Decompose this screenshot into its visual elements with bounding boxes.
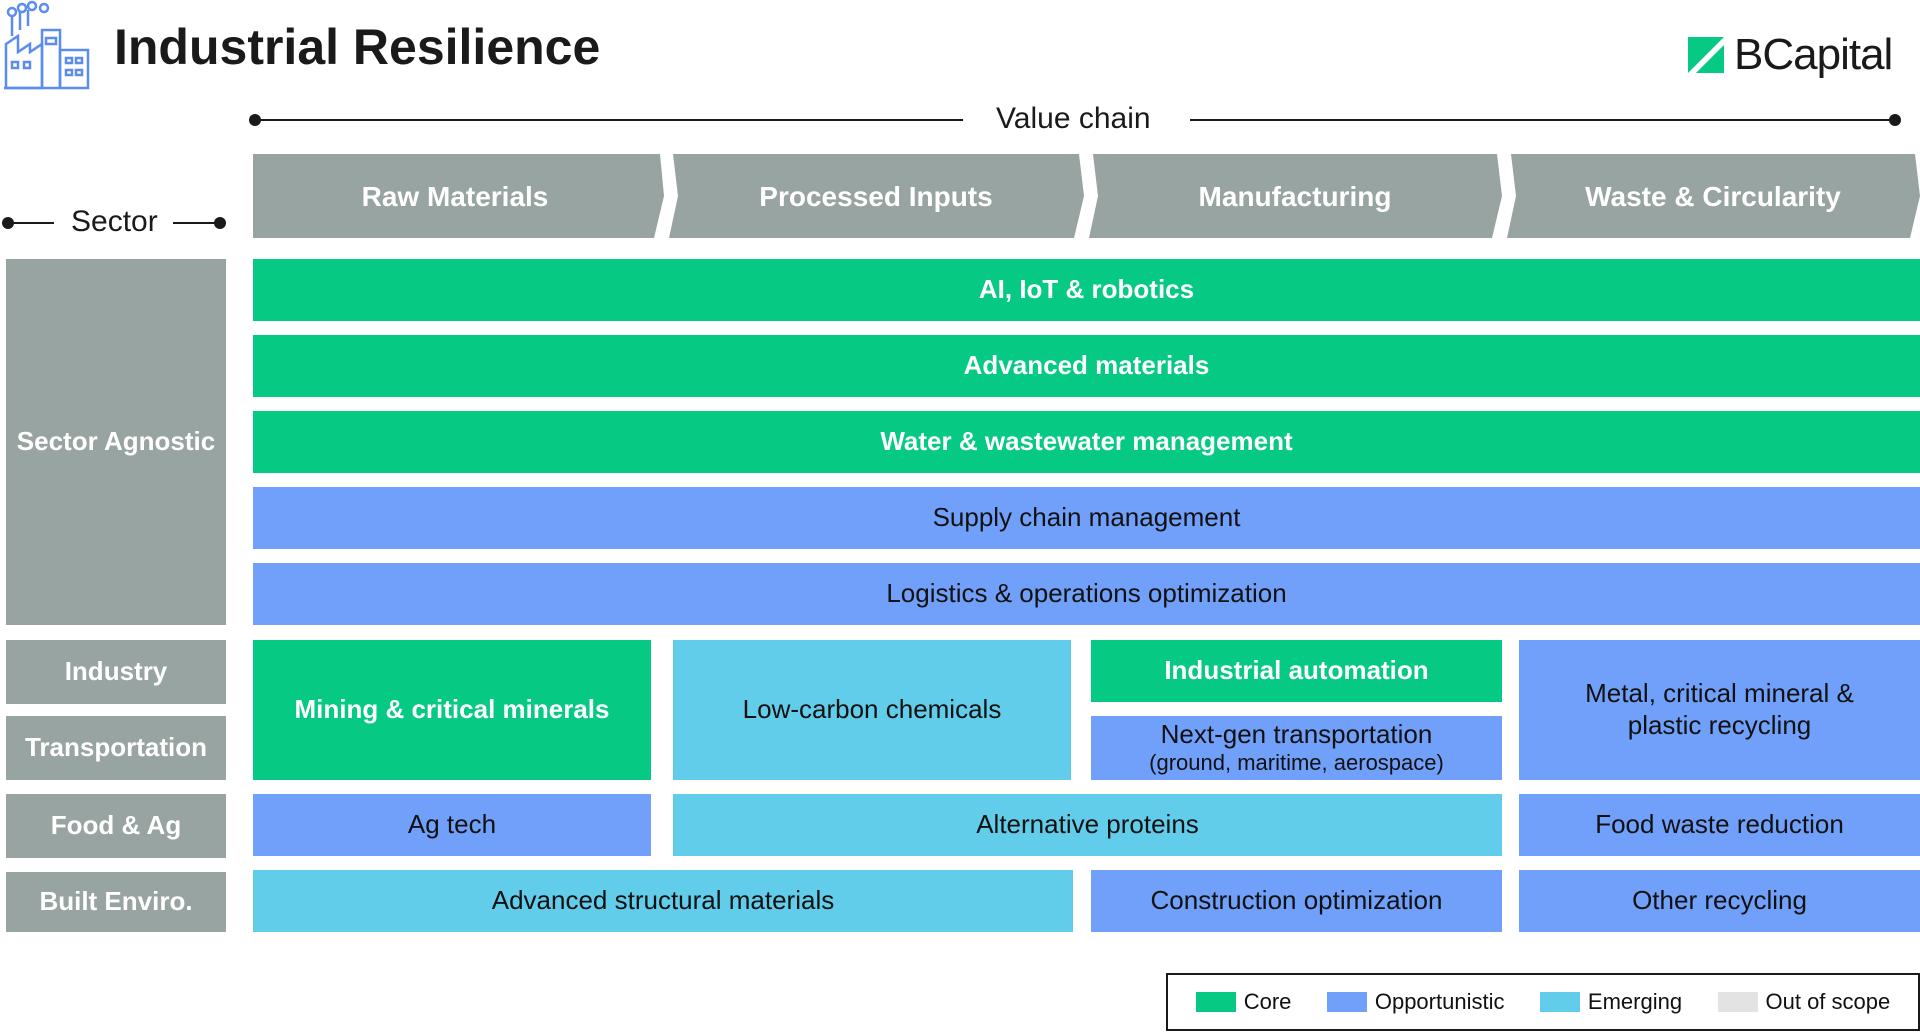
cell-construction-optimization: Construction optimization bbox=[1091, 870, 1502, 932]
legend-swatch-out-of-scope bbox=[1717, 992, 1758, 1012]
legend-swatch-core bbox=[1195, 992, 1236, 1012]
cell-industrial-automation: Industrial automation bbox=[1091, 640, 1502, 702]
row-ai-iot-robotics: AI, IoT & robotics bbox=[253, 259, 1920, 321]
sector-food-ag: Food & Ag bbox=[6, 794, 226, 858]
legend-item-opportunistic: Opportunistic bbox=[1326, 989, 1505, 1015]
sector-built-environment: Built Enviro. bbox=[6, 872, 226, 932]
sector-transportation: Transportation bbox=[6, 716, 226, 780]
legend-swatch-emerging bbox=[1539, 992, 1580, 1012]
stage-manufacturing bbox=[1089, 154, 1502, 238]
cell-advanced-structural-materials: Advanced structural materials bbox=[253, 870, 1073, 932]
cell-next-gen-transportation: Next-gen transportation (ground, maritim… bbox=[1091, 716, 1502, 780]
sector-label: Sector bbox=[71, 205, 158, 238]
cell-alternative-proteins: Alternative proteins bbox=[673, 794, 1502, 856]
cell-ag-tech: Ag tech bbox=[253, 794, 651, 856]
row-logistics: Logistics & operations optimization bbox=[253, 563, 1920, 625]
logo-text: BCapital bbox=[1734, 30, 1893, 79]
cell-low-carbon-chemicals: Low-carbon chemicals bbox=[673, 640, 1071, 780]
stage-waste-circularity bbox=[1507, 154, 1920, 238]
stage-label-raw-materials: Raw Materials bbox=[362, 181, 549, 212]
factory-icon bbox=[0, 0, 92, 92]
value-chain-line-right bbox=[1190, 119, 1894, 121]
value-chain-stages: Raw Materials Processed Inputs Manufactu… bbox=[253, 154, 1920, 238]
next-gen-transportation-sub: (ground, maritime, aerospace) bbox=[1149, 750, 1444, 776]
legend-item-core: Core bbox=[1195, 989, 1292, 1015]
cell-other-recycling: Other recycling bbox=[1519, 870, 1920, 932]
sector-line-left bbox=[8, 222, 54, 224]
legend-label-emerging: Emerging bbox=[1587, 989, 1683, 1014]
page-title: Industrial Resilience bbox=[114, 19, 601, 75]
legend-label-opportunistic: Opportunistic bbox=[1374, 989, 1505, 1014]
sector-line-right bbox=[173, 222, 215, 224]
stage-processed-inputs bbox=[669, 154, 1084, 238]
legend-swatch-opportunistic bbox=[1326, 992, 1367, 1012]
b-capital-logo-mark bbox=[1688, 37, 1724, 73]
value-chain-line-left bbox=[255, 119, 963, 121]
cell-mining-critical-minerals: Mining & critical minerals bbox=[253, 640, 651, 780]
legend-item-out-of-scope: Out of scope bbox=[1717, 989, 1891, 1015]
axis-end-dot bbox=[1889, 114, 1901, 126]
legend-label-out-of-scope: Out of scope bbox=[1765, 989, 1891, 1014]
stage-label-manufacturing: Manufacturing bbox=[1199, 181, 1392, 212]
next-gen-transportation-label: Next-gen transportation bbox=[1160, 718, 1433, 749]
b-capital-logo: BCapital bbox=[1688, 30, 1893, 80]
stage-label-waste-circularity: Waste & Circularity bbox=[1585, 181, 1841, 212]
stage-raw-materials bbox=[253, 154, 664, 238]
stage-label-processed-inputs: Processed Inputs bbox=[759, 181, 992, 212]
sector-axis-end-dot bbox=[214, 217, 226, 229]
cell-food-waste-reduction: Food waste reduction bbox=[1519, 794, 1920, 856]
legend: Core Opportunistic Emerging Out of scope bbox=[1166, 973, 1920, 1031]
row-water-management: Water & wastewater management bbox=[253, 411, 1920, 473]
row-advanced-materials: Advanced materials bbox=[253, 335, 1920, 397]
sector-agnostic: Sector Agnostic bbox=[6, 259, 226, 625]
legend-label-core: Core bbox=[1243, 989, 1292, 1014]
sector-industry: Industry bbox=[6, 640, 226, 704]
row-supply-chain: Supply chain management bbox=[253, 487, 1920, 549]
cell-metal-recycling: Metal, critical mineral & plastic recycl… bbox=[1519, 640, 1920, 780]
value-chain-label: Value chain bbox=[996, 102, 1151, 135]
legend-item-emerging: Emerging bbox=[1539, 989, 1683, 1015]
